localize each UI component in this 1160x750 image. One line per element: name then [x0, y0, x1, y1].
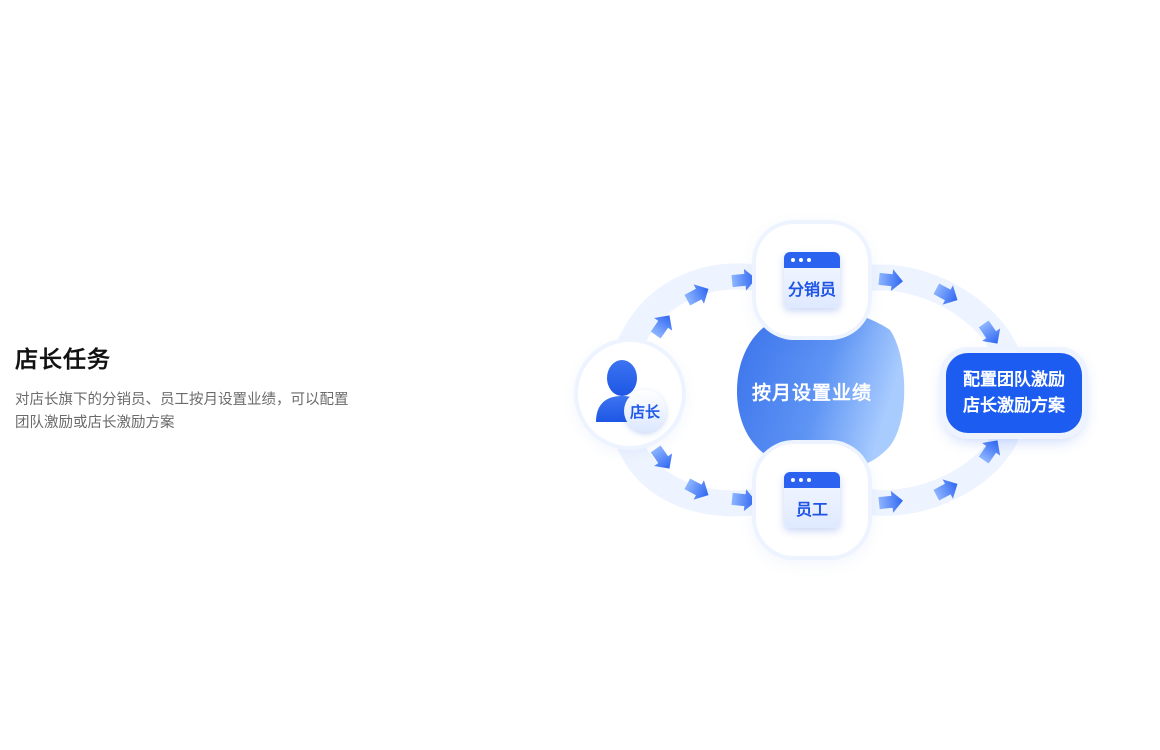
staff-node: 员工	[756, 444, 868, 556]
result-line-2: 店长激励方案	[963, 396, 1065, 416]
manager-node	[578, 342, 682, 446]
window-dot	[807, 478, 811, 482]
flow-diagram: 店长 分销员 员工 按月设置业绩 配置团队激励 店长激励方案	[560, 210, 1100, 570]
arrow	[650, 445, 673, 469]
arrow-group-top-right	[878, 269, 1001, 344]
window-dot	[791, 478, 795, 482]
arrow-group-bottom-left	[650, 445, 756, 512]
window-dot	[799, 258, 803, 262]
arrow	[684, 284, 709, 306]
result-line-1: 配置团队激励	[963, 370, 1065, 390]
arrow	[731, 268, 756, 291]
description-line-2: 团队激励或店长激励方案	[15, 415, 175, 431]
staff-label: 员工	[795, 500, 828, 519]
window-dot	[799, 478, 803, 482]
arrow	[933, 479, 958, 501]
arrow	[878, 269, 903, 292]
person-icon	[596, 360, 648, 422]
window-titlebar	[784, 472, 840, 488]
arrow	[684, 478, 709, 500]
section-description: 对店长旗下的分销员、员工按月设置业绩，可以配置 团队激励或店长激励方案	[15, 389, 385, 435]
staff-window-icon: 员工	[784, 472, 840, 528]
arrow	[978, 320, 1001, 344]
arrow-group-top-left	[650, 268, 756, 339]
distributor-node: 分销员	[756, 224, 868, 336]
manager-badge: 店长	[624, 390, 666, 432]
distributor-label: 分销员	[787, 280, 836, 299]
diagram-canvas	[617, 263, 1018, 517]
arrow	[933, 283, 958, 305]
center-label: 按月设置业绩	[751, 382, 872, 404]
arrow-group-bottom-right	[878, 440, 1001, 513]
section-title: 店长任务	[15, 347, 111, 373]
description-line-1: 对店长旗下的分销员、员工按月设置业绩，可以配置	[15, 392, 349, 408]
distributor-window-icon: 分销员	[784, 252, 840, 308]
arrow	[878, 490, 903, 513]
window-dot	[791, 258, 795, 262]
arrow	[731, 489, 756, 512]
window-dot	[807, 258, 811, 262]
window-titlebar	[784, 252, 840, 268]
arrow	[978, 440, 1001, 464]
center-blob	[736, 307, 905, 471]
text-block: 店长任务 对店长旗下的分销员、员工按月设置业绩，可以配置 团队激励或店长激励方案	[15, 340, 385, 435]
result-node: 配置团队激励 店长激励方案	[946, 353, 1082, 433]
arrow	[650, 315, 673, 339]
